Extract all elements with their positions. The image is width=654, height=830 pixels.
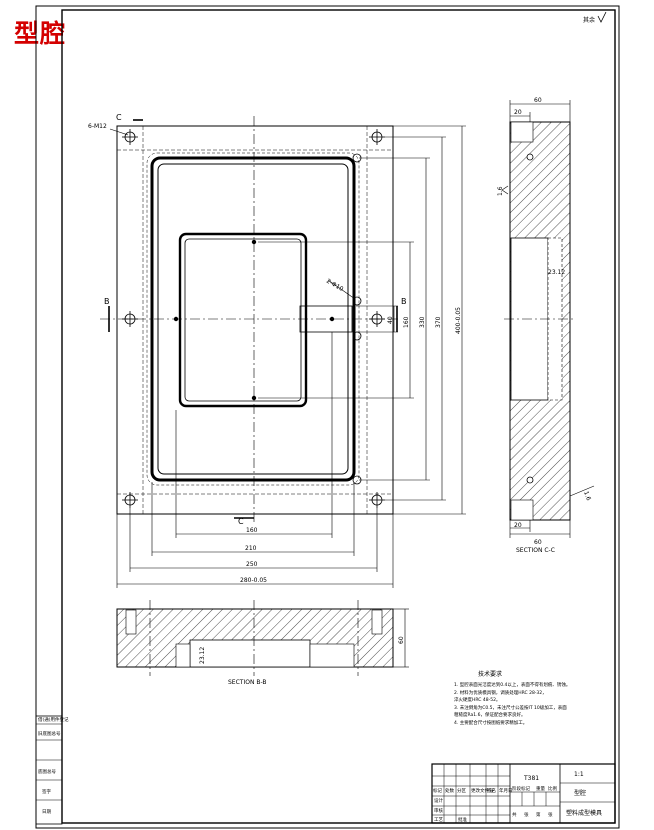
- strip-label: 日期: [42, 809, 51, 815]
- plan-view: C C B B 6-M12 2-Φ10 160 210 250 280-0.05…: [88, 113, 466, 588]
- note-line: 2. 材料为优质模具钢，调质处理HRC 28-32，: [454, 689, 547, 696]
- drawing-code: T381: [523, 775, 539, 782]
- role-label: 设计: [434, 797, 443, 804]
- roughness-symbol: [501, 185, 509, 195]
- dim-bottom: 280-0.05: [240, 577, 267, 584]
- row-label: 签名: [487, 787, 496, 794]
- note-line: 粗糙度Ra1.6，保证配合要求良好。: [454, 711, 525, 718]
- section-cc-view: 60 20 20 60 23.12 1.6 1.6 SECTION C-C: [497, 97, 595, 554]
- strip-label: 旧底图总号: [38, 730, 61, 737]
- roughness-cc-2: 1.6: [582, 490, 592, 502]
- section-bb-label: SECTION B-B: [228, 679, 267, 686]
- section-cc-label: SECTION C-C: [516, 547, 555, 554]
- dim-right: 160: [403, 316, 410, 328]
- dim-cc-width-top: 60: [534, 97, 542, 104]
- outer-frame: [35, 5, 620, 829]
- misc-label: 阶段标记: [512, 785, 530, 792]
- section-mark-b-left: B: [104, 297, 110, 306]
- role-label: 批准: [458, 816, 467, 823]
- dim-bottom: 160: [246, 527, 258, 534]
- row-label: 更改文件号: [471, 787, 494, 794]
- role-label: 工艺: [434, 817, 443, 823]
- notes-heading: 技术要求: [478, 670, 502, 678]
- dim-bottom: 250: [246, 561, 258, 568]
- misc-label: 张: [548, 811, 553, 818]
- row-label: 标记: [433, 787, 442, 794]
- misc-label: 第: [536, 811, 541, 818]
- strip-label: 签字: [42, 788, 51, 795]
- section-mark-c-bottom: C: [238, 517, 244, 526]
- dim-right: 40: [387, 316, 394, 324]
- note-line: 1. 型腔表面光洁度达到0.4以上，表面不得有划痕、锈蚀。: [454, 681, 570, 688]
- note-line: 4. 主要配合尺寸按图纸要求精加工。: [454, 719, 527, 726]
- section-mark-b-right: B: [401, 297, 407, 306]
- hole-callout: 6-M12: [88, 123, 107, 130]
- dim-bottom: 210: [245, 545, 257, 552]
- part-name: 型腔: [574, 789, 586, 797]
- dim-cc-depth: 23.12: [548, 269, 565, 276]
- drawing-title: 型腔: [14, 19, 67, 48]
- dim-bb-depth: 23.12: [199, 647, 206, 664]
- section-bb-view: 60 23.12 SECTION B-B: [116, 600, 409, 686]
- technical-notes: 技术要求 1. 型腔表面光洁度达到0.4以上，表面不得有划痕、锈蚀。 2. 材料…: [454, 670, 570, 726]
- misc-label: 重量: [536, 785, 545, 792]
- row-label: 年月日: [499, 787, 513, 794]
- misc-label: 共: [512, 811, 517, 818]
- dim-cc-offset-bottom: 20: [514, 522, 522, 529]
- dim-right: 370: [435, 316, 442, 328]
- misc-label: 张: [524, 811, 529, 818]
- left-binding-strip: 借(通)用件登记 旧底图总号 底图总号 签字 日期: [35, 715, 69, 825]
- dim-right: 400-0.05: [455, 307, 462, 334]
- roughness-symbol: [597, 11, 607, 23]
- dim-cc-width-bottom: 60: [534, 539, 542, 546]
- roughness-cc-1: 1.6: [497, 186, 504, 196]
- dim-bb-height: 60: [398, 636, 405, 644]
- title-block: T381 1:1 型腔 塑料成型模具 标记 处数 分区 更改文件号 签名 年月日…: [431, 763, 616, 824]
- row-label: 处数: [445, 787, 454, 794]
- role-label: 审核: [434, 807, 443, 814]
- dim-cc-offset-top: 20: [514, 109, 522, 116]
- section-mark-c-top: C: [116, 113, 122, 122]
- note-line: 淬火硬度HRC 48-52。: [454, 696, 500, 703]
- inner-frame: [61, 9, 616, 824]
- row-label: 分区: [457, 787, 466, 794]
- company-name: 塑料成型模具: [566, 809, 602, 817]
- dim-right: 330: [419, 316, 426, 328]
- drawing-scale: 1:1: [574, 771, 584, 778]
- note-line: 3. 未注倒角为C0.5，未注尺寸公差按IT 10级加工，表面: [454, 704, 567, 711]
- pin-callout: 2-Φ10: [325, 278, 345, 293]
- strip-label: 底图总号: [38, 768, 56, 775]
- corner-roughness-mark: 其余: [583, 16, 595, 24]
- strip-label: 借(通)用件登记: [38, 716, 69, 723]
- misc-label: 比例: [548, 785, 557, 792]
